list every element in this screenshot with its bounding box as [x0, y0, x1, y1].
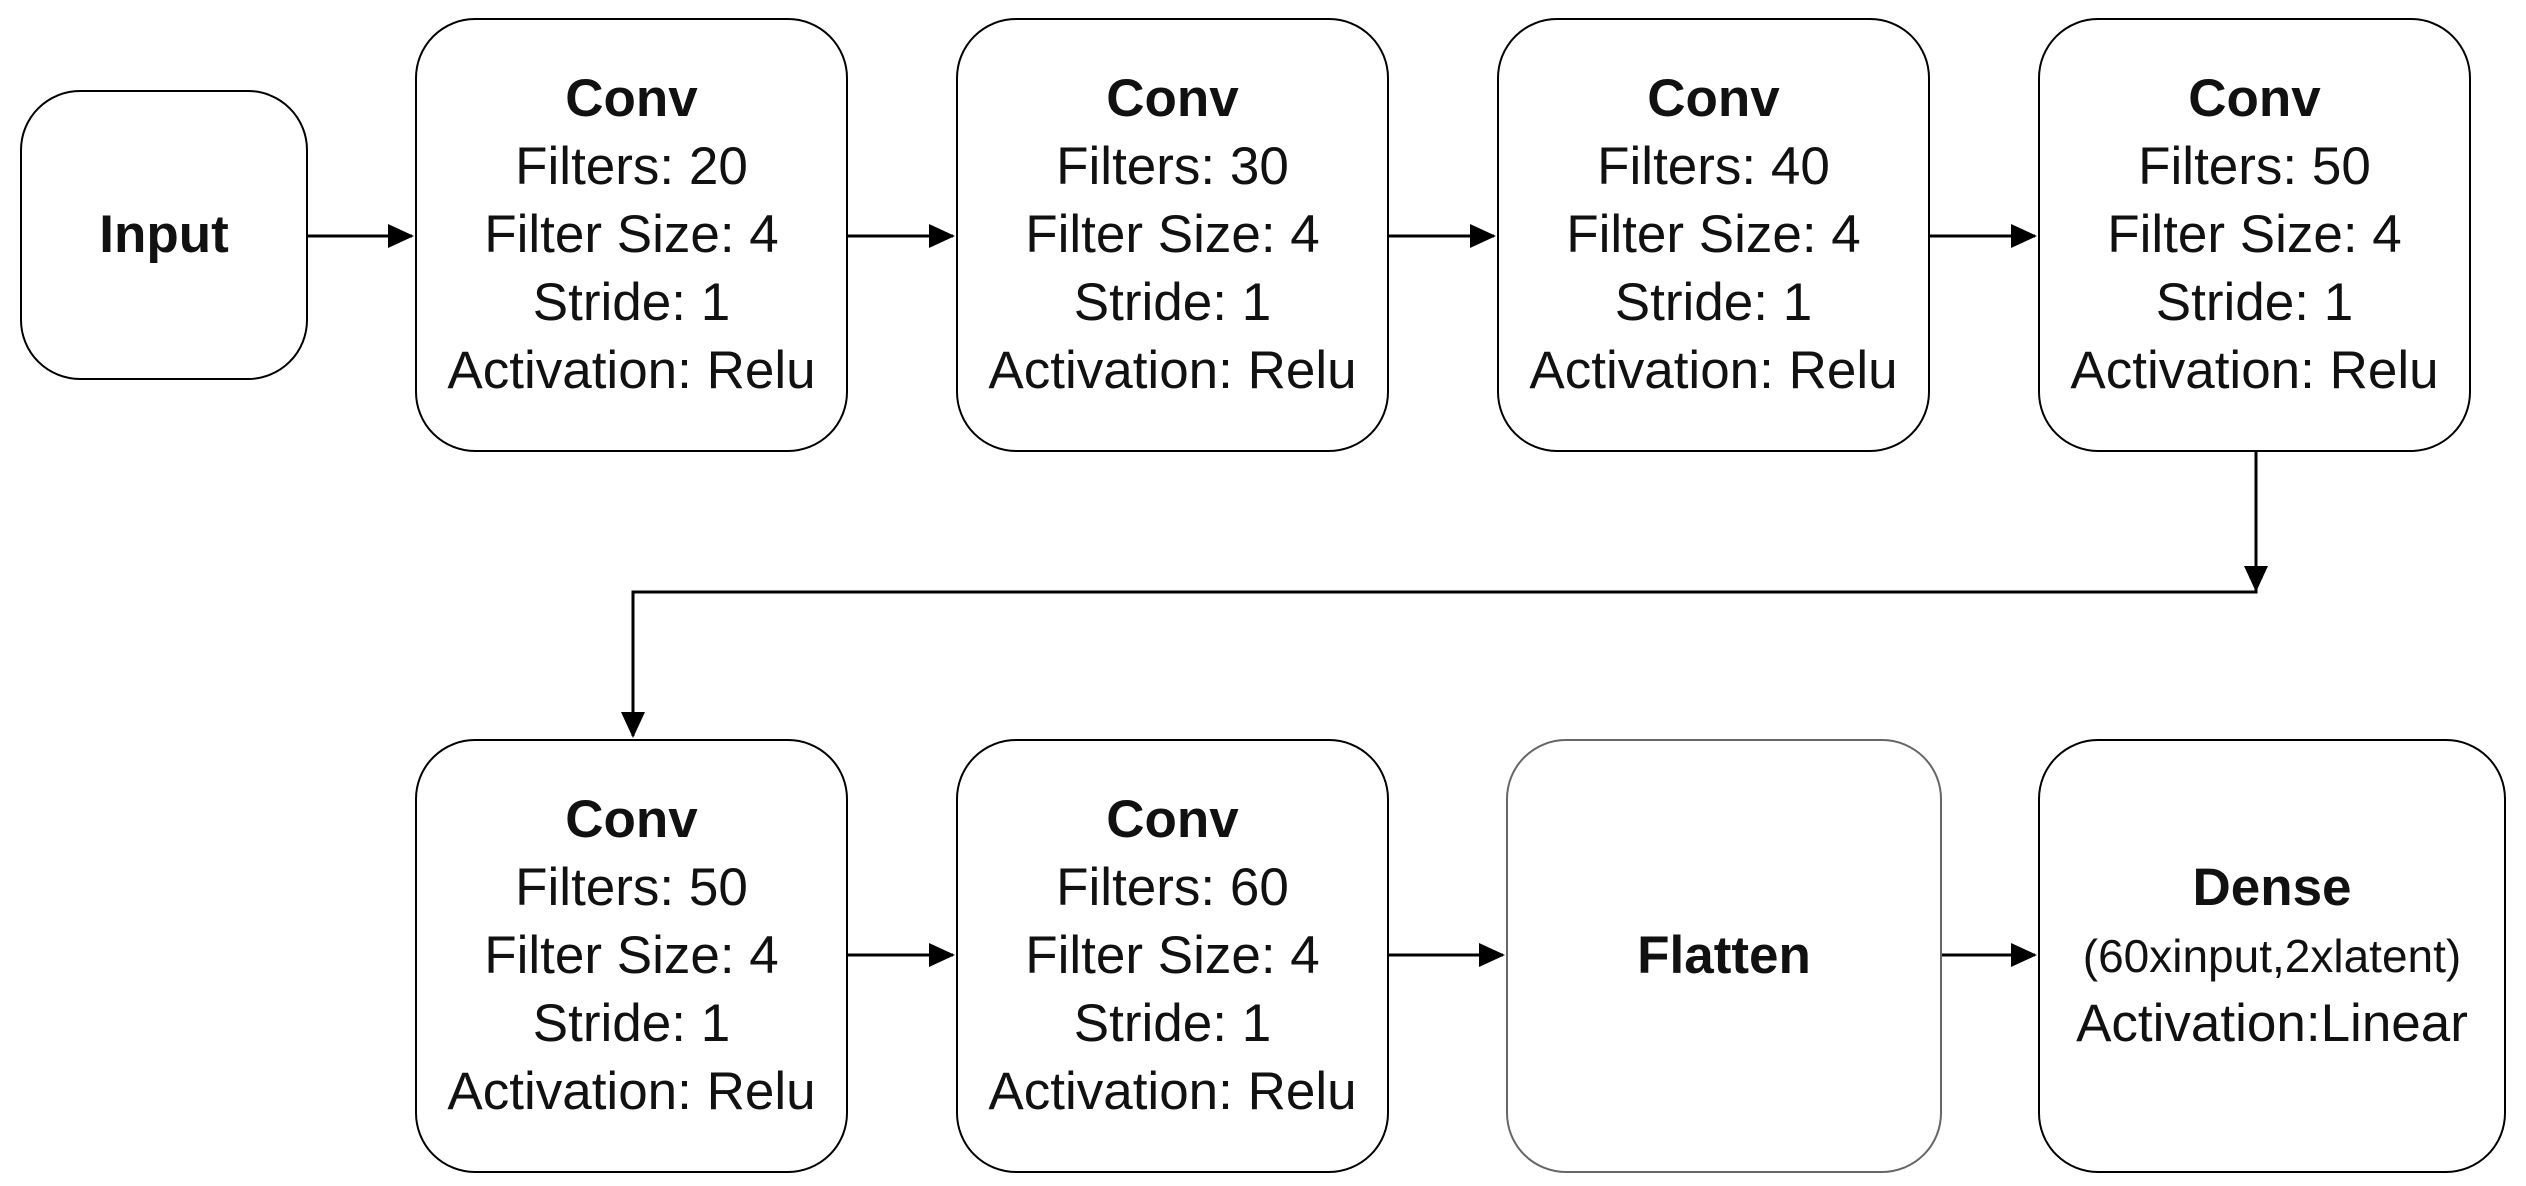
- node-stride: Stride: 1: [1073, 994, 1272, 1053]
- conv-node-1: Conv Filters: 20 Filter Size: 4 Stride: …: [415, 18, 848, 452]
- input-node: Input: [20, 90, 308, 380]
- node-filter-size: Filter Size: 4: [1566, 205, 1861, 264]
- node-title: Flatten: [1637, 926, 1811, 985]
- node-filter-size: Filter Size: 4: [484, 926, 779, 985]
- conv-node-5: Conv Filters: 50 Filter Size: 4 Stride: …: [415, 739, 848, 1173]
- node-filters: Filters: 40: [1597, 137, 1830, 196]
- node-filter-size: Filter Size: 4: [1025, 205, 1320, 264]
- dense-node: Dense (60xinput,2xlatent) Activation:Lin…: [2038, 739, 2506, 1173]
- arrowhead-icon: [929, 224, 955, 248]
- node-activation: Activation: Relu: [988, 1062, 1357, 1121]
- node-title: Conv: [565, 69, 698, 128]
- node-activation: Activation: Relu: [1529, 341, 1898, 400]
- node-filter-size: Filter Size: 4: [484, 205, 779, 264]
- conv-node-3: Conv Filters: 40 Filter Size: 4 Stride: …: [1497, 18, 1930, 452]
- node-activation: Activation: Relu: [447, 1062, 816, 1121]
- node-filters: Filters: 50: [2138, 137, 2371, 196]
- arrowhead-icon: [2244, 566, 2268, 592]
- node-filters: Filters: 50: [515, 858, 748, 917]
- arrowhead-icon: [929, 943, 955, 967]
- flatten-node: Flatten: [1506, 739, 1942, 1173]
- node-title: Conv: [1647, 69, 1780, 128]
- arrowhead-icon: [2011, 943, 2037, 967]
- conv-node-6: Conv Filters: 60 Filter Size: 4 Stride: …: [956, 739, 1389, 1173]
- node-filters: Filters: 60: [1056, 858, 1289, 917]
- node-stride: Stride: 1: [532, 273, 731, 332]
- node-stride: Stride: 1: [1073, 273, 1272, 332]
- conv-node-4: Conv Filters: 50 Filter Size: 4 Stride: …: [2038, 18, 2471, 452]
- node-stride: Stride: 1: [2155, 273, 2354, 332]
- node-activation: Activation: Relu: [2070, 341, 2439, 400]
- node-stride: Stride: 1: [1614, 273, 1813, 332]
- arrowhead-icon: [388, 224, 414, 248]
- node-filter-size: Filter Size: 4: [2107, 205, 2402, 264]
- node-stride: Stride: 1: [532, 994, 731, 1053]
- arrowhead-icon: [1479, 943, 1505, 967]
- node-activation: Activation:Linear: [2076, 994, 2468, 1053]
- edge-conv4-conv5: [631, 452, 2258, 736]
- node-title: Conv: [1106, 790, 1239, 849]
- node-dense-shape: (60xinput,2xlatent): [2082, 930, 2462, 982]
- node-title: Dense: [2192, 858, 2352, 917]
- arrowhead-icon: [1470, 224, 1496, 248]
- node-filter-size: Filter Size: 4: [1025, 926, 1320, 985]
- node-filters: Filters: 20: [515, 137, 748, 196]
- node-title: Input: [99, 205, 229, 264]
- arrowhead-icon: [621, 712, 645, 738]
- node-title: Conv: [2188, 69, 2321, 128]
- node-title: Conv: [565, 790, 698, 849]
- node-activation: Activation: Relu: [988, 341, 1357, 400]
- node-title: Conv: [1106, 69, 1239, 128]
- conv-node-2: Conv Filters: 30 Filter Size: 4 Stride: …: [956, 18, 1389, 452]
- node-filters: Filters: 30: [1056, 137, 1289, 196]
- arrowhead-icon: [2011, 224, 2037, 248]
- node-activation: Activation: Relu: [447, 341, 816, 400]
